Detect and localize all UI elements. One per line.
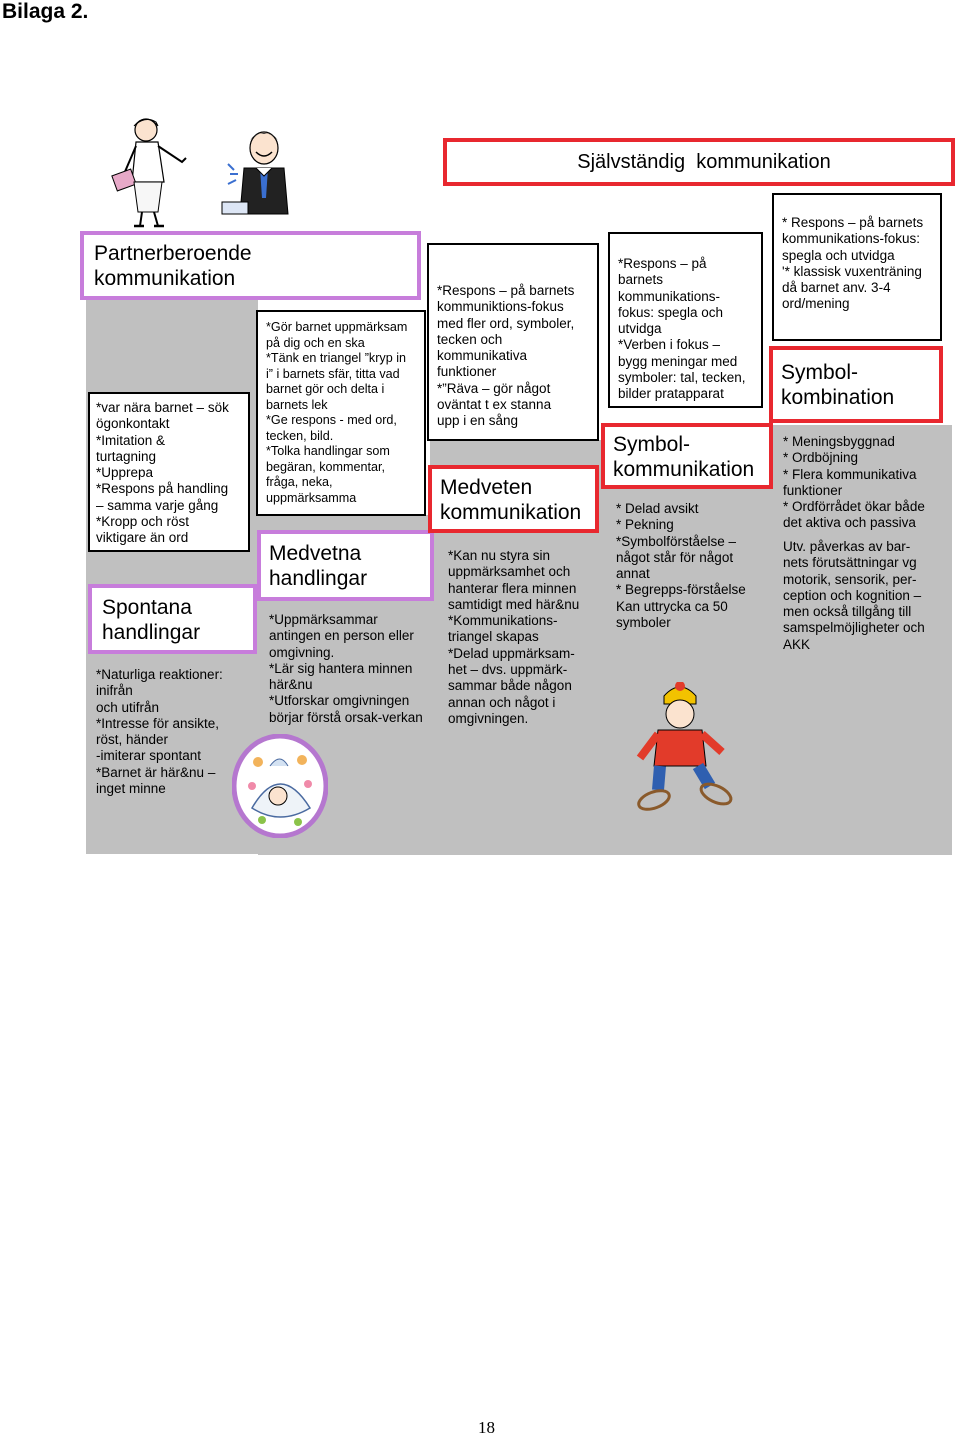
col5-body-text: * Meningsbyggnad * Ordböjning * Flera ko…: [783, 434, 948, 532]
page-number: 18: [478, 1418, 495, 1438]
col1-box-text: *var nära barnet – sök ögonkontakt *Imit…: [96, 400, 242, 547]
col4-stage-label: Symbol- kommunikation: [613, 432, 761, 482]
woman-clipart-icon: [108, 112, 190, 230]
col5-box-text: * Respons – på barnets kommunikations-fo…: [782, 215, 932, 313]
child-snowshoes-icon: [630, 682, 740, 820]
col3-text-box: *Respons – på barnets kommuniktions-foku…: [427, 243, 599, 441]
page-title: Bilaga 2.: [2, 0, 88, 24]
col2-stage-box: Medvetna handlingar: [257, 530, 434, 601]
col5-stage-label: Symbol- kombination: [781, 360, 931, 410]
col5-text-box: * Respons – på barnets kommunikations-fo…: [772, 193, 942, 341]
col3-stage-box: Medveten kommunikation: [428, 465, 599, 533]
col2-box-text: *Gör barnet uppmärksam på dig och en ska…: [266, 320, 416, 506]
col2-body-text: *Uppmärksammar antingen en person eller …: [269, 612, 439, 726]
col1-text-box: *var nära barnet – sök ögonkontakt *Imit…: [88, 392, 250, 552]
man-clipart-icon: [220, 128, 306, 220]
col4-text-box: *Respons – på barnets kommunikations- fo…: [608, 232, 763, 408]
col3-body-text: *Kan nu styra sin uppmärksamhet och hant…: [448, 548, 598, 727]
banner-title: Självständig kommunikation: [567, 151, 830, 174]
col5-body-text-2: Utv. påverkas av bar- nets förutsättning…: [783, 539, 948, 653]
col1-heading-box: Partnerberoende kommunikation: [80, 231, 421, 300]
col2-stage-label: Medvetna handlingar: [269, 541, 422, 591]
baby-bundle-icon: [232, 734, 328, 838]
col4-box-text: *Respons – på barnets kommunikations- fo…: [618, 256, 753, 403]
col4-body-text: * Delad avsikt * Pekning *Symbolförståel…: [616, 501, 766, 631]
col4-stage-box: Symbol- kommunikation: [601, 423, 773, 489]
col1-stage-box: Spontana handlingar: [88, 584, 257, 654]
banner-box: Självständig kommunikation: [443, 138, 955, 186]
col2-text-box: *Gör barnet uppmärksam på dig och en ska…: [256, 310, 426, 516]
col1-stage-label: Spontana handlingar: [102, 595, 243, 645]
col3-box-text: *Respons – på barnets kommuniktions-foku…: [437, 283, 589, 430]
col3-stage-label: Medveten kommunikation: [440, 475, 587, 525]
col1-heading: Partnerberoende kommunikation: [94, 241, 407, 291]
col5-stage-box: Symbol- kombination: [769, 346, 943, 423]
